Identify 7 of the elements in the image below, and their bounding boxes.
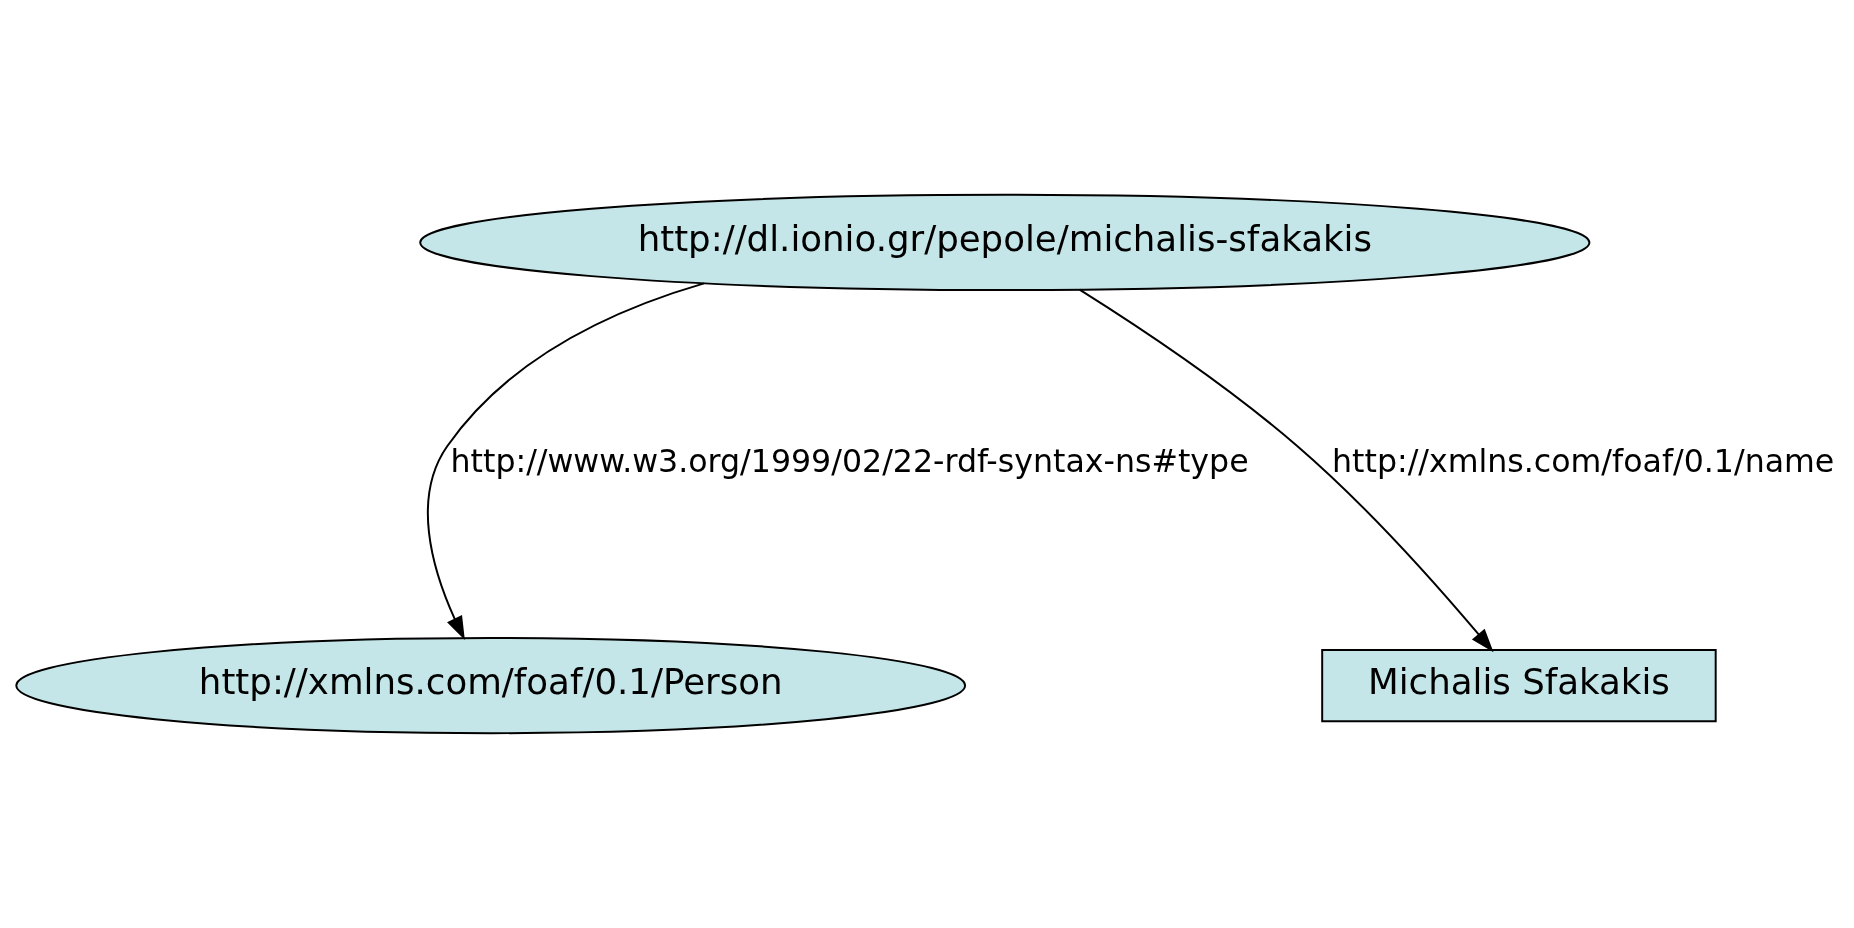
arrow — [426, 282, 706, 640]
edge-label: http://www.w3.org/1999/02/22-rdf-syntax-ns#type — [450, 442, 1249, 479]
node-ellipse: http://dl.ionio.gr/pepole/michalis-sfakakis — [419, 193, 1591, 292]
arrow — [1078, 288, 1494, 653]
node-box: Michalis Sfakakis — [1321, 648, 1717, 723]
edge-label: http://xmlns.com/foaf/0.1/name — [1332, 442, 1835, 479]
node-ellipse: http://xmlns.com/foaf/0.1/Person — [15, 636, 967, 735]
